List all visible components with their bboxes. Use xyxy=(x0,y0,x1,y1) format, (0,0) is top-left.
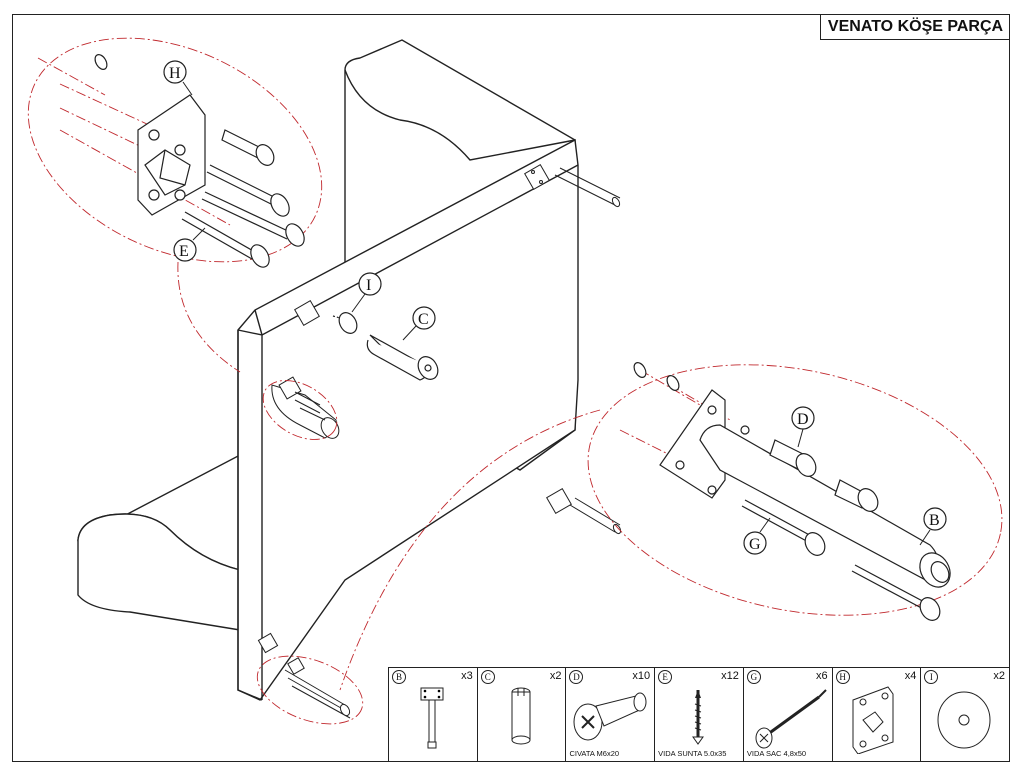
chipboard-screw-icon xyxy=(692,690,705,745)
corner-bracket-icon xyxy=(852,686,894,754)
cabinet-body xyxy=(77,39,579,701)
legend-letter: G xyxy=(746,670,761,684)
bolt-icon xyxy=(573,692,647,741)
legend-caption: VIDA SUNTA 5.0x35 xyxy=(658,749,727,758)
detail-top-left-parts xyxy=(94,54,305,268)
legend-quantity: x4 xyxy=(904,670,917,682)
legend-quantity: x6 xyxy=(815,670,828,682)
legend-cell-b: B x3 xyxy=(389,668,478,761)
leg-c-assembly xyxy=(332,312,439,381)
legend-cell-i: I x2 xyxy=(921,668,1009,761)
detail-right-parts xyxy=(633,362,951,621)
legend-letter: I xyxy=(924,670,939,684)
callout-c: C xyxy=(418,311,429,328)
legend-cell-h: H x4 xyxy=(833,668,922,761)
legend-letter: E xyxy=(658,670,673,684)
legend-quantity: x2 xyxy=(993,670,1006,682)
legend-cell-e: E x12 VIDA SUNTA 5.0x35 xyxy=(655,668,744,761)
callout-e: E xyxy=(179,243,189,260)
callout-d: D xyxy=(797,411,809,428)
callout-group-right: D B G xyxy=(743,406,947,555)
leg-foot-icon xyxy=(511,687,531,745)
legend-quantity: x3 xyxy=(461,670,473,682)
left-side-fixing xyxy=(271,376,340,439)
legend-cell-c: C x2 xyxy=(478,668,567,761)
panel-brackets xyxy=(257,164,622,654)
legend-caption: CIVATA M6x20 xyxy=(569,749,620,758)
legend-letter: H xyxy=(835,670,850,684)
legend-quantity: x12 xyxy=(721,670,739,682)
legend-letter: C xyxy=(480,670,495,684)
legend-quantity: x2 xyxy=(549,670,562,682)
callout-g: G xyxy=(749,536,761,553)
drawing-title: VENATO KÖŞE PARÇA xyxy=(820,14,1010,40)
parts-legend: B x3 C x2 D x10 CIVATA M6x20 E x12 VIDA … xyxy=(388,667,1010,762)
washer-disc-icon xyxy=(937,691,991,749)
callout-group-top-left: H E I C xyxy=(163,60,436,341)
sheet-screw-icon xyxy=(755,689,827,749)
legend-letter: D xyxy=(569,670,584,684)
legend-cell-d: D x10 CIVATA M6x20 xyxy=(566,668,656,761)
callout-h: H xyxy=(169,65,181,82)
detail-ellipse-bottom xyxy=(256,380,364,725)
callout-b: B xyxy=(929,512,940,529)
legend-cell-g: G x6 VIDA SAC 4,8x50 xyxy=(744,668,833,761)
legend-letter: B xyxy=(392,670,406,684)
legend-quantity: x10 xyxy=(632,670,651,682)
legend-caption: VIDA SAC 4,8x50 xyxy=(746,749,807,758)
bottom-fixing xyxy=(284,657,351,719)
leg-with-plate-icon xyxy=(420,687,444,749)
callout-i: I xyxy=(366,277,371,294)
